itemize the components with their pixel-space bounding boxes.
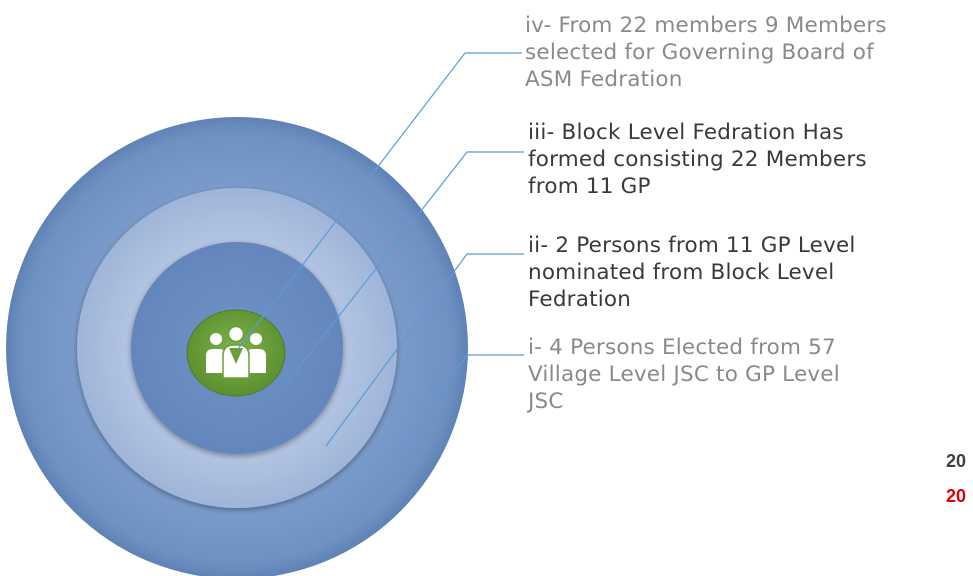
cut-off-text-2: 20 bbox=[946, 486, 967, 506]
leader-line-i bbox=[387, 354, 524, 468]
leader-lines bbox=[237, 52, 524, 468]
people-group-icon bbox=[186, 309, 286, 397]
leader-line-iii bbox=[284, 151, 524, 386]
leader-line-iv bbox=[237, 52, 522, 350]
level-i-label: i- 4 Persons Elected from 57 Village Lev… bbox=[528, 335, 840, 414]
leader-line-ii bbox=[325, 253, 524, 447]
level-iv-label: iv- From 22 members 9 Members selected f… bbox=[525, 13, 887, 92]
level-ii-label: ii- 2 Persons from 11 GP Level nominated… bbox=[528, 233, 856, 312]
level-iii-label: iii- Block Level Fedration Has formed co… bbox=[528, 120, 867, 199]
cut-off-text-1: 20 bbox=[946, 451, 967, 471]
